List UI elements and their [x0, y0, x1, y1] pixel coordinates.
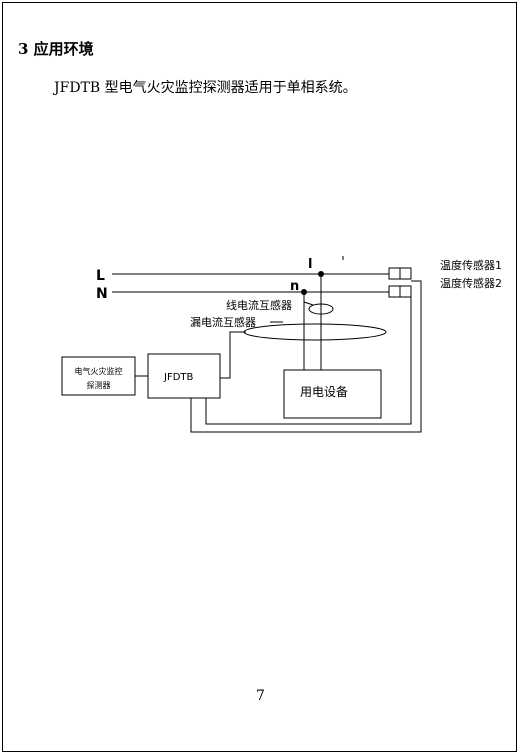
- node-l-label: l: [308, 257, 312, 272]
- jfdtb-label: JFDTB: [163, 372, 194, 383]
- line-n-label: N: [96, 286, 108, 302]
- detector-box: [61, 356, 136, 396]
- line-ct-label: 线电流互感器: [226, 298, 292, 312]
- temp-sensor-1-label: 温度传感器1: [440, 258, 502, 272]
- temp-sensor-2-label: 温度传感器2: [440, 276, 502, 290]
- line-ct-ring: [308, 303, 334, 315]
- n-junction-dot: [301, 289, 307, 295]
- page-number: 7: [256, 688, 265, 704]
- detector-label-line-2: 探测器: [87, 380, 111, 390]
- equipment-label: 用电设备: [300, 385, 348, 399]
- leak-ct-lead: [220, 331, 246, 379]
- intro-paragraph: JFDTB 型电气火灾监控探测器适用于单相系统。: [54, 80, 357, 96]
- equipment-box: [283, 369, 382, 419]
- line-l-label: L: [96, 268, 105, 284]
- section-heading: 3 应用环境: [18, 40, 94, 58]
- node-n-label: n: [290, 279, 299, 294]
- detector-label-line-1: 电气火灾监控: [75, 366, 123, 376]
- sensor-2-loop: [205, 292, 412, 425]
- sensor-1-loop: [190, 280, 422, 433]
- leak-ct-ring: [243, 323, 387, 341]
- jfdtb-box: [147, 353, 221, 399]
- leak-ct-label: 漏电流互感器: [190, 315, 256, 329]
- l-junction-dot: [318, 271, 324, 277]
